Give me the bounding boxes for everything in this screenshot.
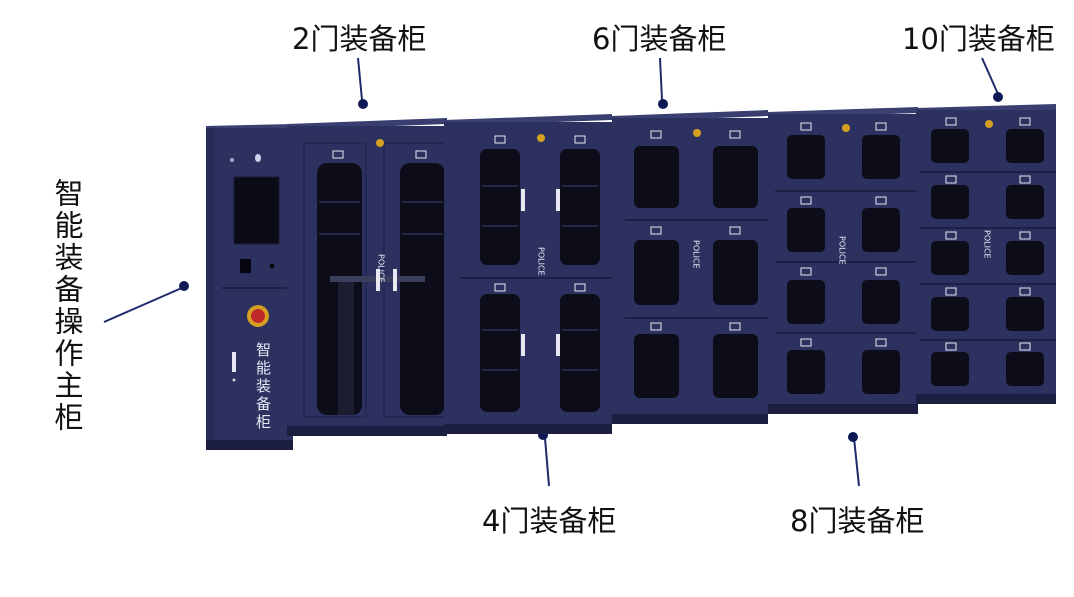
police-text-10door: POLICE <box>983 230 992 259</box>
police-text-8door: POLICE <box>838 236 847 265</box>
cabinet-6-door: POLICE <box>612 110 768 424</box>
leader-lines <box>103 57 999 487</box>
cabinet-10-door: POLICE <box>916 104 1056 404</box>
police-text-4door: POLICE <box>537 247 546 276</box>
police-text-2door: POLICE <box>377 254 386 283</box>
cabinet-8-door: POLICE <box>768 107 918 414</box>
main-panel-vertical-text: 智能装备柜 <box>254 341 272 432</box>
cabinet-2-door: POLICE <box>287 118 447 436</box>
cabinet-4-door: POLICE <box>444 114 612 434</box>
label-8-door-cabinet: 8门装备柜 <box>790 504 925 538</box>
police-text-6door: POLICE <box>692 240 701 269</box>
label-2-door-cabinet: 2门装备柜 <box>292 22 427 56</box>
label-6-door-cabinet: 6门装备柜 <box>592 22 727 56</box>
main-control-cabinet: 智能装备柜 <box>206 124 293 450</box>
label-4-door-cabinet: 4门装备柜 <box>482 504 617 538</box>
label-main-cabinet: 智能装备操作主柜 <box>50 178 84 434</box>
label-10-door-cabinet: 10门装备柜 <box>902 22 1055 56</box>
